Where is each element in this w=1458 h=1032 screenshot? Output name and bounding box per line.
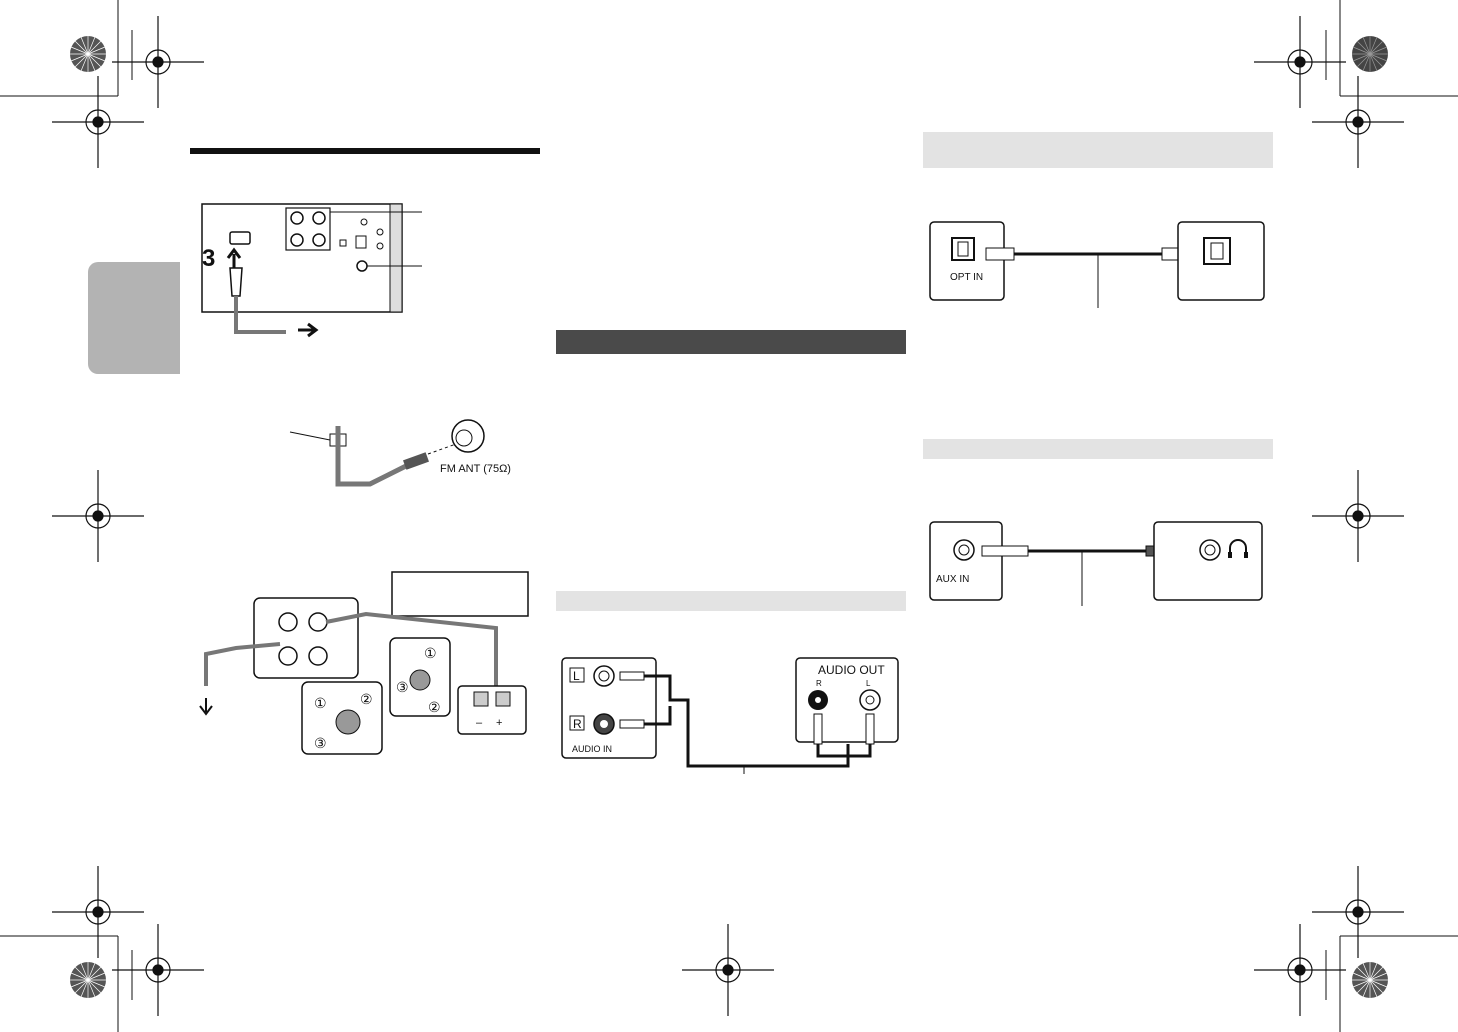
arrow-down-icon bbox=[199, 698, 213, 716]
svg-text:③: ③ bbox=[396, 679, 409, 695]
arrow-right-icon bbox=[298, 322, 319, 338]
optical-port-icon bbox=[951, 237, 975, 261]
optical-port-icon bbox=[1203, 237, 1231, 265]
aux-connection-diagram: AUX IN bbox=[929, 521, 1263, 606]
subsection-heading-band-audio-in bbox=[556, 591, 906, 611]
aux-in-label: AUX IN bbox=[936, 574, 969, 585]
speaker-rear-terminals bbox=[457, 685, 527, 735]
section-side-tab bbox=[88, 262, 180, 374]
section-heading-band bbox=[556, 330, 906, 354]
speaker-terminals bbox=[285, 207, 331, 251]
svg-text:L: L bbox=[573, 669, 580, 683]
rca-cable bbox=[644, 674, 850, 768]
svg-text:L: L bbox=[866, 679, 871, 688]
audio-out-label: AUDIO OUT bbox=[818, 663, 885, 677]
svg-text:①: ① bbox=[424, 645, 437, 661]
subsection-heading-band-optical bbox=[923, 132, 1273, 168]
optical-connection-diagram: OPT IN bbox=[929, 221, 1265, 308]
speaker-terminal-block bbox=[253, 597, 359, 679]
fm-indoor-antenna bbox=[335, 426, 412, 487]
svg-text:+: + bbox=[496, 717, 502, 729]
svg-text:①: ① bbox=[314, 695, 327, 711]
ac-inlet bbox=[229, 231, 251, 245]
speaker-cable-right bbox=[325, 611, 498, 690]
ac-cord bbox=[234, 296, 286, 334]
unit-aux-in-panel bbox=[929, 521, 1003, 601]
section-title-rule bbox=[190, 148, 540, 154]
fm-antenna-diagram: FM ANT (75Ω) bbox=[289, 419, 511, 487]
note-box bbox=[391, 571, 529, 617]
unit-audio-in-panel bbox=[561, 657, 657, 759]
opt-in-label: OPT IN bbox=[950, 272, 983, 283]
subsection-heading-band-aux bbox=[923, 439, 1273, 459]
speaker-connection-diagram: ① ② ③ ① ③ ② – + bbox=[199, 571, 529, 755]
svg-text:③: ③ bbox=[314, 735, 327, 751]
svg-text:R: R bbox=[573, 717, 582, 731]
step-number: 3 bbox=[202, 245, 215, 272]
svg-text:②: ② bbox=[428, 699, 441, 715]
svg-text:–: – bbox=[476, 717, 483, 729]
external-device-optical bbox=[1177, 221, 1265, 301]
external-device-headphone-out bbox=[1153, 521, 1263, 601]
svg-text:R: R bbox=[816, 679, 822, 688]
audio-in-diagram: L R AUDIO IN AUDIO OUT R L bbox=[561, 657, 899, 774]
audio-in-label: AUDIO IN bbox=[572, 744, 612, 754]
svg-text:②: ② bbox=[360, 691, 373, 707]
rear-panel-ac-diagram: 3 bbox=[201, 203, 422, 338]
fm-ant-label: FM ANT (75Ω) bbox=[440, 463, 511, 475]
headphone-icon bbox=[1229, 539, 1247, 556]
ac-plug bbox=[229, 267, 243, 297]
speaker-cable-left bbox=[204, 642, 281, 686]
